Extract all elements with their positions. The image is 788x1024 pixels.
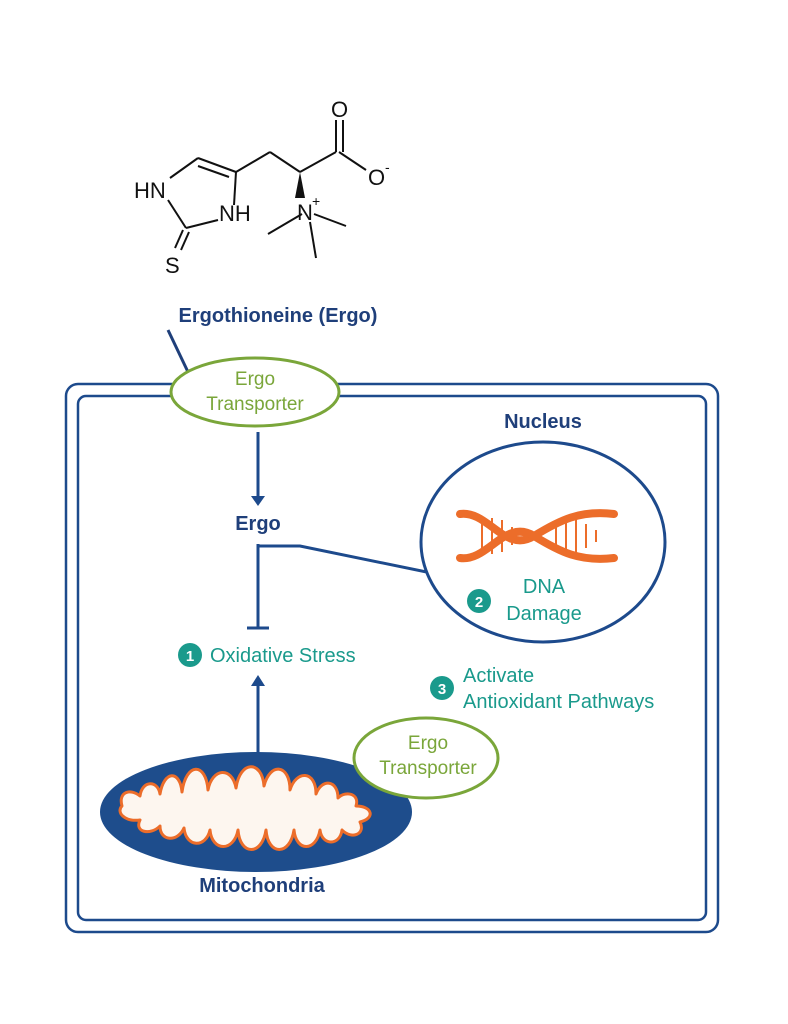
step-3-number: 3 (438, 681, 446, 698)
import-arrowhead (251, 496, 265, 506)
ergo-transporter-bottom-line2: Transporter (379, 758, 477, 779)
wedge-bond (295, 172, 305, 198)
atom-s: S (165, 253, 180, 278)
step-1-number: 1 (186, 648, 194, 665)
step-2-number: 2 (475, 594, 483, 611)
dna-helix-icon (456, 509, 618, 563)
ros-arrowhead (251, 675, 265, 686)
chemical-structure (167, 120, 367, 259)
nucleus-label: Nucleus (504, 411, 582, 433)
atom-o-carboxylate: O (368, 165, 385, 190)
atom-nh: NH (219, 201, 251, 226)
ergo-transporter-top-line2: Transporter (206, 394, 304, 415)
ergo-transporter-bottom (352, 716, 500, 800)
title-connector (166, 329, 190, 373)
atom-o-carbonyl: O (331, 97, 348, 122)
cell-membrane-inner (76, 394, 708, 922)
step-1-badge (178, 643, 202, 667)
ergo-transporter-top-line1: Ergo (235, 369, 275, 390)
diagram-title: Ergothioneine (Ergo) (179, 305, 378, 327)
mitochondria-label: Mitochondria (199, 875, 325, 897)
inhibit-dna-line (258, 544, 447, 578)
antioxidant-line2: Antioxidant Pathways (463, 691, 654, 713)
charge-minus: - (385, 159, 390, 175)
dna-damage-line1: DNA (523, 576, 566, 598)
ergo-transporter-top (169, 356, 341, 428)
mitochondria-icon (100, 752, 412, 872)
dna-damage-line2: Damage (506, 603, 582, 625)
atom-hn: HN (134, 178, 166, 203)
ergo-transporter-bottom-line1: Ergo (408, 733, 448, 754)
step-3-badge (430, 676, 454, 700)
oxidative-stress-label: Oxidative Stress (210, 645, 356, 667)
atom-n-plus: N (297, 200, 313, 225)
cell-membrane-outer (64, 382, 720, 934)
charge-plus: + (312, 193, 320, 209)
ergo-label: Ergo (235, 513, 281, 535)
antioxidant-line1: Activate (463, 665, 534, 687)
step-2-badge (467, 589, 491, 613)
